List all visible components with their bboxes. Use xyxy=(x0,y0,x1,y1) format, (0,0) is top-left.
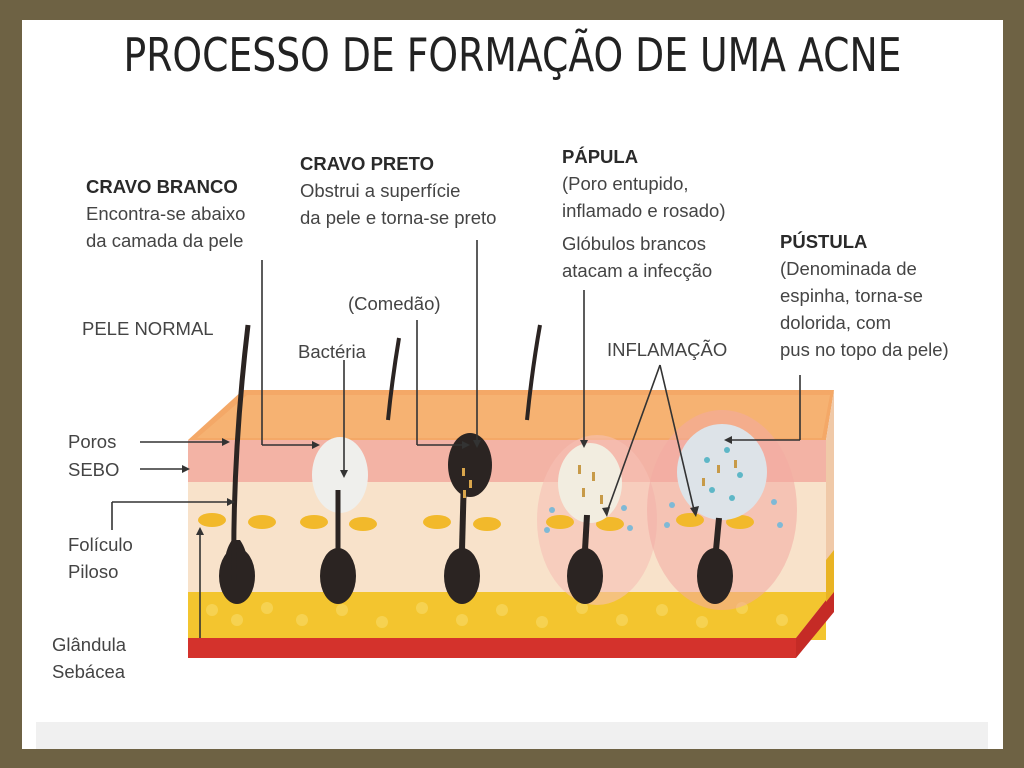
desc-cravo-preto-1: Obstrui a superfície xyxy=(300,180,461,201)
skin-side-face xyxy=(796,390,834,658)
desc-papula-4: atacam a infecção xyxy=(562,260,713,281)
label-poros: Poros xyxy=(68,431,117,452)
pustule xyxy=(677,424,767,520)
desc-pustula-3: dolorida, com xyxy=(780,312,892,333)
diagram-title: PROCESSO DE FORMAÇÃO DE UMA ACNE xyxy=(123,28,902,82)
desc-cravo-branco-2: da camada da pele xyxy=(86,230,244,251)
label-glandula-1: Glândula xyxy=(52,634,127,655)
desc-papula-2: inflamado e rosado) xyxy=(562,200,726,221)
hair-normal xyxy=(231,324,251,581)
label-inflamacao: INFLAMAÇÃO xyxy=(607,339,728,360)
footer-strip xyxy=(36,722,988,749)
desc-pustula-1: (Denominada de xyxy=(780,258,917,279)
diagram-card: PROCESSO DE FORMAÇÃO DE UMA ACNE xyxy=(22,20,1003,749)
desc-cravo-branco-1: Encontra-se abaixo xyxy=(86,203,246,224)
label-glandula-2: Sebácea xyxy=(52,661,126,682)
blackhead xyxy=(448,433,492,497)
label-comedao: (Comedão) xyxy=(348,293,441,314)
whitehead xyxy=(312,437,368,513)
label-papula: PÁPULA xyxy=(562,146,639,167)
desc-pustula-2: espinha, torna-se xyxy=(780,285,923,306)
skin-cross-section xyxy=(111,240,834,658)
label-bacteria: Bactéria xyxy=(298,341,366,362)
label-pele-normal: PELE NORMAL xyxy=(82,318,214,339)
label-cravo-branco: CRAVO BRANCO xyxy=(86,176,238,197)
desc-pustula-4: pus no topo da pele) xyxy=(780,339,949,360)
label-sebo: SEBO xyxy=(68,459,120,480)
label-cravo-preto: CRAVO PRETO xyxy=(300,153,434,174)
desc-cravo-preto-2: da pele e torna-se preto xyxy=(300,207,497,228)
label-foliculo-1: Folículo xyxy=(68,534,133,555)
label-foliculo-2: Piloso xyxy=(68,561,119,582)
desc-papula-1: (Poro entupido, xyxy=(562,173,689,194)
papule xyxy=(558,443,622,523)
label-pustula: PÚSTULA xyxy=(780,231,868,252)
muscle-layer xyxy=(188,638,796,658)
desc-papula-3: Glóbulos brancos xyxy=(562,233,706,254)
